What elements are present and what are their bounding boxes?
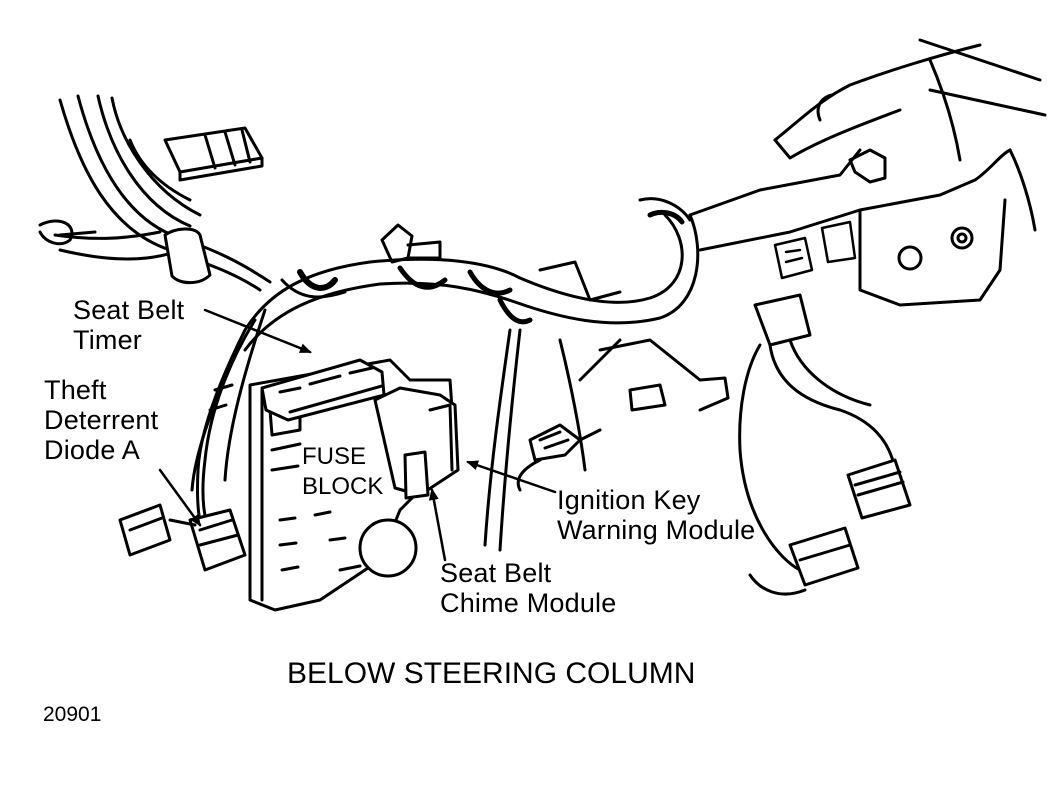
figure-number: 20901	[43, 703, 102, 726]
label-ignition-key-warning-module: Ignition Key Warning Module	[557, 485, 755, 545]
label-line: Seat Belt	[73, 295, 185, 325]
label-line: Chime Module	[440, 588, 617, 618]
label-line: FUSE	[302, 443, 367, 470]
label-seat-belt-chime-module: Seat Belt Chime Module	[440, 558, 616, 618]
mounting-stud	[380, 223, 442, 264]
ignition-key-connector	[528, 423, 602, 462]
label-line: BLOCK	[302, 473, 384, 500]
theft-diode-connector	[118, 503, 247, 572]
main-harness	[243, 197, 700, 352]
column-connectors	[773, 220, 857, 280]
leader-lines	[158, 308, 557, 562]
label-theft-deterrent-diode: Theft Deterrent Diode A	[44, 375, 158, 465]
upper-wire-bundle	[38, 94, 272, 292]
label-line: Deterrent	[44, 405, 159, 435]
chime-module	[373, 386, 460, 500]
label-fuse-block: FUSE BLOCK	[302, 442, 383, 502]
label-line: Theft	[44, 375, 107, 405]
label-seat-belt-timer: Seat Belt Timer	[73, 295, 184, 355]
label-line: Diode A	[44, 435, 140, 465]
label-line: Warning Module	[557, 515, 756, 545]
label-line: Timer	[73, 325, 142, 355]
label-line: Ignition Key	[557, 485, 701, 515]
mounting-bracket	[516, 260, 730, 492]
right-wiring	[738, 293, 912, 596]
upper-connector	[163, 126, 264, 182]
label-line: Seat Belt	[440, 558, 552, 588]
steering-column	[688, 38, 1047, 307]
diagram-caption: BELOW STEERING COLUMN	[287, 657, 696, 690]
